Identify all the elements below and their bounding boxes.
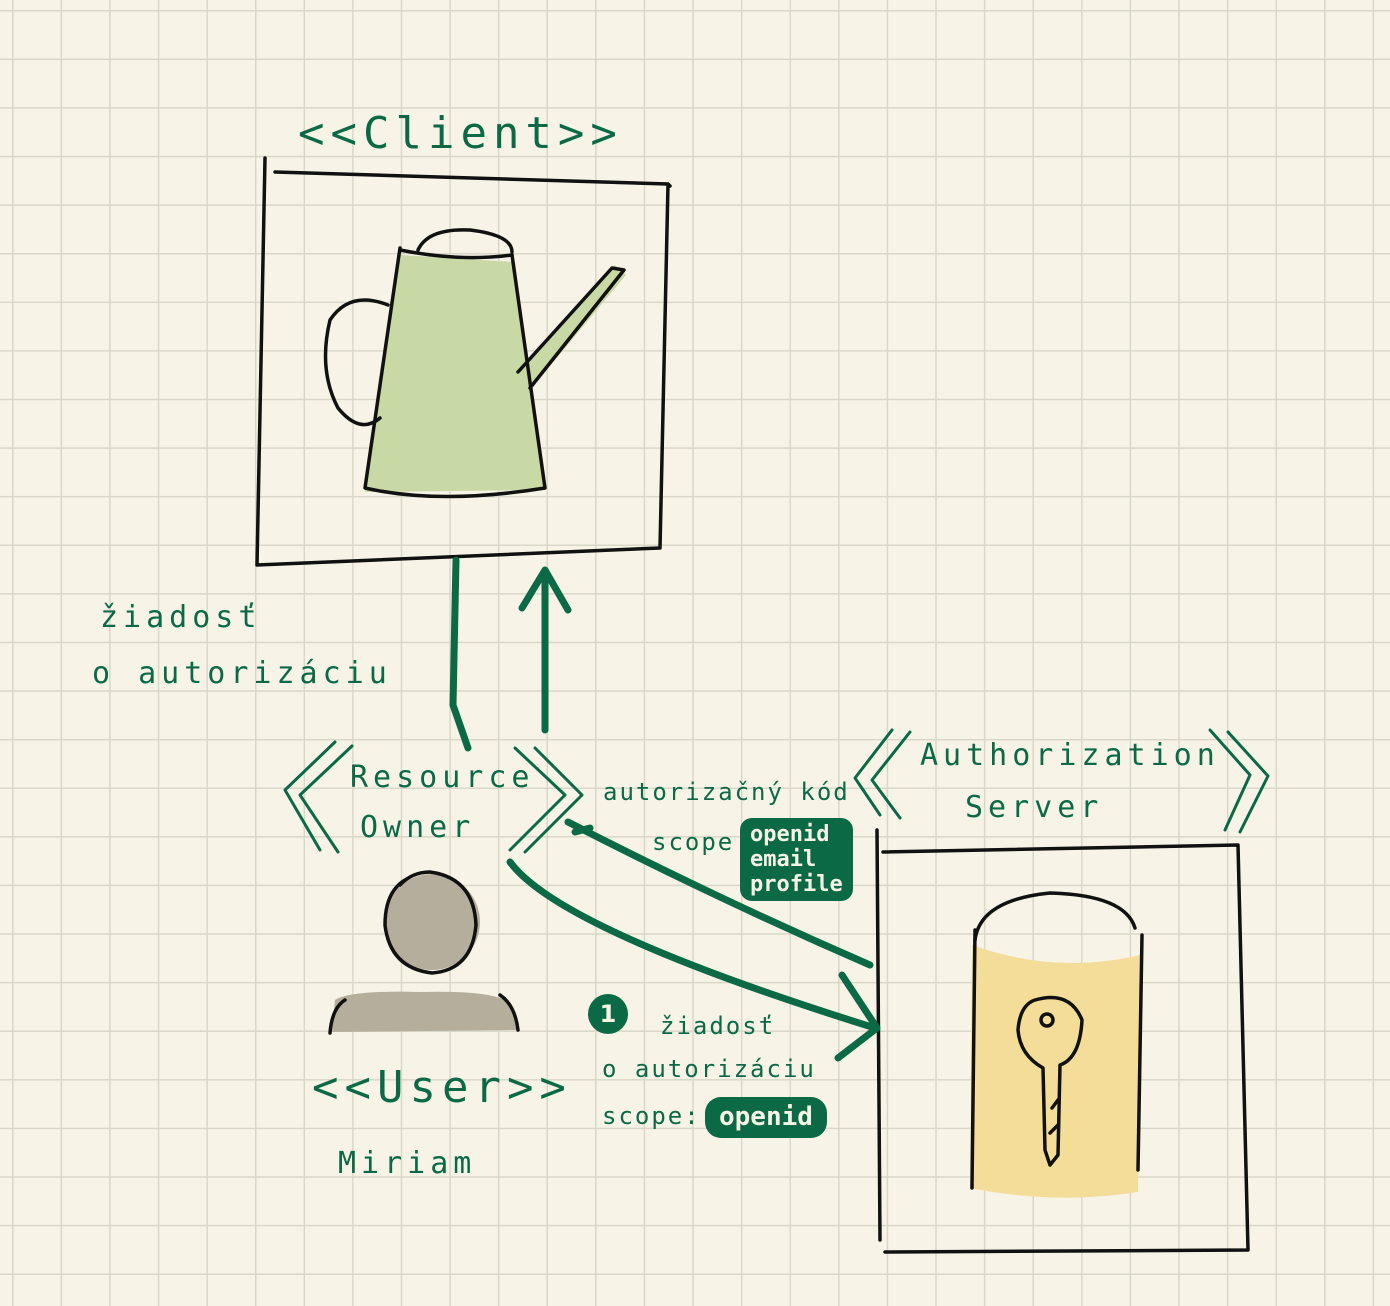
lower-request-line1: žiadosť [660,1012,776,1040]
scope-profile: profile [750,872,843,897]
auth-server-bracket-left [853,728,912,820]
lower-request-line2: o autorizáciu [602,1055,816,1083]
step-number-badge: 1 [588,994,628,1034]
auth-server-bracket-right [1208,728,1270,834]
arrow-authcode-to-owner [564,818,874,969]
auth-code-label: autorizačný kód [603,778,850,806]
upper-scope-pill: openid email profile [740,818,853,901]
user-name: Miriam [338,1146,477,1181]
watering-can-icon [323,228,626,499]
upper-scope-label: scope: [652,828,751,856]
auth-server-line1: Authorization [920,738,1220,773]
scope-openid: openid [750,822,830,847]
auth-server-box [875,828,1250,1254]
auth-server-line2: Server [965,790,1104,825]
resource-owner-line1: Resource [350,760,535,795]
arrow-request-to-server [506,858,881,1062]
left-label-line1: žiadosť [100,600,262,635]
scope-email: email [750,847,817,872]
client-stereotype: <<Client>> [298,108,623,159]
user-stereotype: <<User>> [312,1062,572,1113]
person-icon [328,870,520,1035]
lower-scope-openid: openid [719,1102,813,1132]
arrow-down-owner-to-client [449,556,472,752]
left-label-line2: o autorizáciu [92,656,392,691]
resource-owner-line2: Owner [360,810,476,845]
resource-owner-bracket-left [283,740,354,854]
client-box [255,156,672,567]
key-lock-icon [970,891,1144,1198]
lower-scope-label: scope: [602,1102,701,1130]
arrow-up-client-to-owner [518,566,572,734]
lower-scope-pill: openid [705,1097,827,1138]
resource-owner-bracket-right [508,746,584,854]
